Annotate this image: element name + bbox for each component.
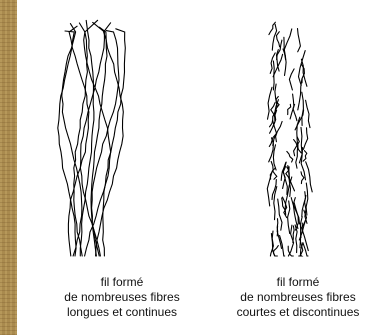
caption-line: longues et continues (37, 305, 207, 320)
short-fiber-segment (278, 199, 282, 230)
short-fiber-segment (268, 87, 273, 119)
caption-line: courtes et discontinues (213, 305, 368, 320)
short-fiber-segment (298, 29, 301, 52)
short-fiber-segment (306, 100, 310, 127)
short-fiber-segment (273, 61, 274, 90)
short-fiber-segment (303, 128, 307, 150)
short-fibers-caption: fil formé de nombreuses fibres courtes e… (213, 275, 368, 320)
short-fiber-segment (273, 145, 276, 170)
short-fiber-segment (301, 172, 304, 184)
caption-line: fil formé (213, 275, 368, 290)
short-fiber-segment (284, 29, 292, 57)
short-fiber-segment (269, 22, 276, 34)
short-discontinuous-fibers-drawing (267, 22, 312, 256)
long-continuous-fibers-drawing (58, 20, 126, 256)
short-fiber-segment (287, 151, 293, 162)
long-fiber-strand (58, 31, 76, 256)
long-fiber-strand (91, 27, 107, 256)
short-fiber-segment (298, 79, 302, 110)
short-fiber-segment (306, 183, 308, 215)
short-fiber-segment (302, 92, 304, 125)
short-fiber-segment (276, 122, 283, 142)
long-fiber-strand (62, 24, 82, 256)
short-fiber-segment (293, 104, 297, 120)
short-fiber-segment (277, 32, 280, 47)
caption-line: de nombreuses fibres (213, 290, 368, 305)
short-fiber-segment (303, 151, 307, 162)
short-fiber-segment (289, 69, 294, 90)
short-fiber-segment (293, 226, 294, 243)
long-fibers-caption: fil formé de nombreuses fibres longues e… (37, 275, 207, 320)
long-fiber-strand (96, 23, 124, 256)
short-fiber-segment (269, 138, 274, 162)
caption-line: de nombreuses fibres (37, 290, 207, 305)
short-fiber-segment (274, 246, 279, 256)
short-fiber-segment (267, 172, 272, 206)
short-fiber-segment (294, 137, 300, 156)
short-fiber-segment (288, 104, 291, 114)
short-fiber-segment (280, 236, 285, 257)
long-fiber-strand (68, 26, 89, 256)
short-fiber-segment (288, 201, 290, 234)
illustration-panel: fil formé de nombreuses fibres longues e… (17, 0, 368, 335)
caption-line: fil formé (37, 275, 207, 290)
